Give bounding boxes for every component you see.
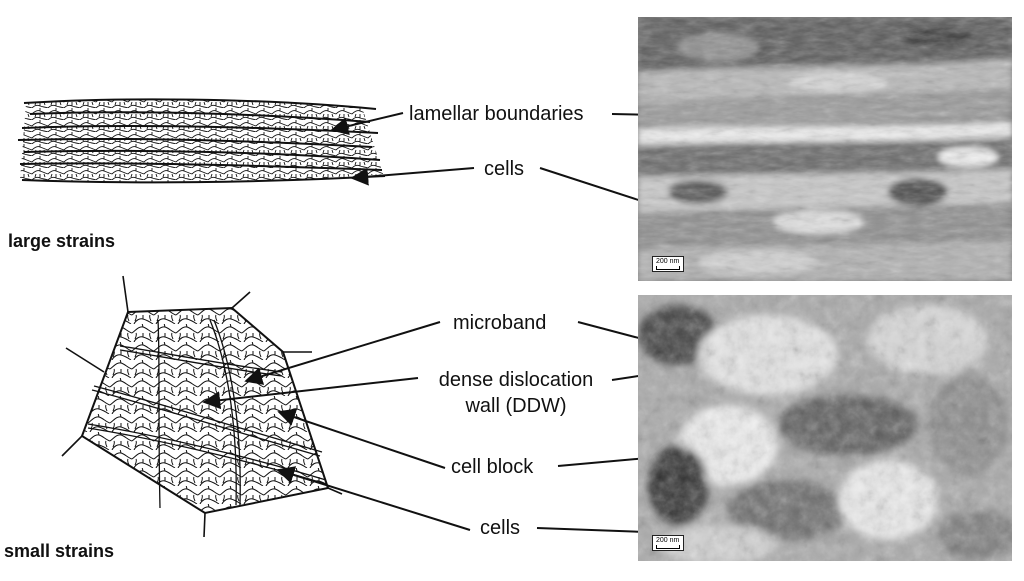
micrograph-large-strains: 200 nm [638, 17, 1012, 281]
label-microband: microband [453, 312, 547, 334]
small-strain-sketch [61, 275, 343, 538]
micrograph-small-strains: 200 nm [638, 295, 1012, 561]
scale-bar-bottom-label: 200 nm [656, 537, 680, 544]
scale-bar-top: 200 nm [652, 256, 684, 272]
label-lamellar-boundaries: lamellar boundaries [409, 103, 584, 125]
section-label-small-strains: small strains [4, 541, 115, 561]
scale-bar-bottom: 200 nm [652, 535, 684, 551]
label-ddw-line1: dense dislocation [438, 369, 594, 391]
scale-bar-top-label: 200 nm [656, 258, 680, 265]
label-cells-bottom: cells [480, 517, 521, 539]
section-label-large-strains: large strains [8, 231, 116, 251]
label-cells-top: cells [484, 158, 525, 180]
label-ddw-line2: wall (DDW) [465, 395, 567, 417]
large-strain-sketch [17, 98, 386, 184]
label-cell-block: cell block [451, 456, 534, 478]
